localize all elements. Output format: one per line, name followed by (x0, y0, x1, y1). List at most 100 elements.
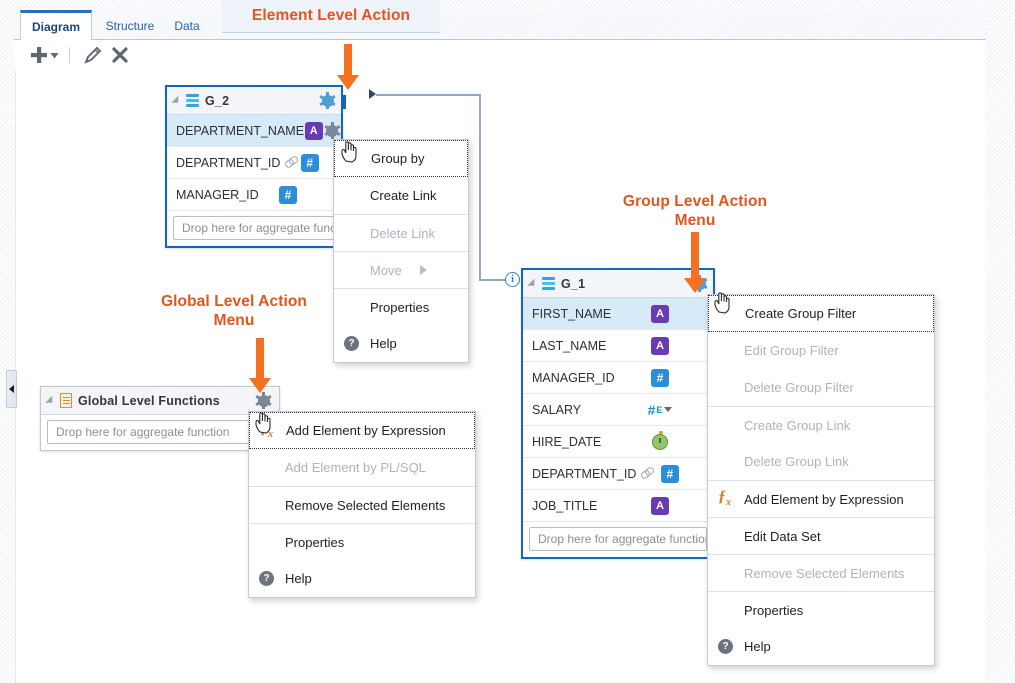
g2-aggregate-dropzone[interactable]: Drop here for aggregate function (173, 216, 335, 240)
element-name-wrap: DEPARTMENT_ID (167, 156, 298, 170)
menu-item-label: Properties (285, 534, 345, 550)
window-right-edge (986, 0, 1015, 683)
menu-icon-slot: ƒx (718, 489, 744, 508)
g1-aggregate-dropzone[interactable]: Drop here for aggregate function (529, 527, 707, 551)
tab-structure[interactable]: Structure (94, 11, 166, 40)
menu-item-properties[interactable]: Properties (249, 523, 475, 560)
annotation-group-line1: Group Level Action (622, 193, 768, 210)
menu-icon-slot: ? (344, 336, 370, 351)
number-type-icon: # (651, 368, 669, 387)
menu-item-label: Edit Group Filter (744, 343, 839, 358)
plus-icon (31, 47, 47, 63)
summary-type-icon[interactable]: #E (648, 402, 673, 418)
collapse-triangle-icon[interactable] (527, 278, 538, 289)
tab-data-label: Data (174, 18, 200, 33)
collapse-triangle-icon[interactable] (45, 395, 56, 406)
element-name: MANAGER_ID (176, 187, 259, 202)
tab-diagram-label: Diagram (31, 19, 81, 34)
text-type-icon: A (651, 336, 669, 355)
menu-item-properties[interactable]: Properties (334, 288, 468, 325)
menu-item-add-element-by-expression[interactable]: ƒx Add Element by Expression (249, 412, 475, 449)
element-name-wrap: DEPARTMENT_ID (523, 467, 654, 481)
global-functions-gear-icon[interactable] (255, 392, 272, 413)
collapse-triangle-icon[interactable] (171, 95, 182, 106)
element-name: SALARY (532, 402, 582, 417)
table-row[interactable]: HIRE_DATE (523, 426, 713, 458)
menu-item-label: Remove Selected Elements (285, 497, 446, 513)
menu-item-group-by[interactable]: Group by (334, 140, 468, 177)
table-row[interactable]: MANAGER_ID # (167, 179, 341, 211)
annotation-global-line1: Global Level Action (160, 293, 308, 310)
menu-icon-slot: ƒx (260, 420, 286, 440)
menu-item-add-element-by-plsql: Add Element by PL/SQL (249, 449, 475, 486)
menu-item-help[interactable]: ? Help (249, 560, 475, 597)
menu-item-label: Properties (744, 602, 804, 618)
table-row[interactable]: LAST_NAME A (523, 330, 713, 362)
menu-item-label: Group by (371, 151, 425, 166)
global-functions-title: Global Level Functions (78, 393, 220, 408)
element-type-cell[interactable]: #E (641, 402, 679, 418)
table-row[interactable]: FIRST_NAME A (523, 298, 713, 330)
group-g2-header[interactable]: G_2 (167, 87, 341, 115)
menu-item-help[interactable]: ? Help (708, 628, 934, 665)
table-row[interactable]: DEPARTMENT_NAME A (167, 115, 341, 147)
annotation-element-level-action: Element Level Action (251, 7, 411, 24)
element-type-cell: A (641, 336, 679, 355)
text-type-icon: A (651, 304, 669, 323)
element-name: HIRE_DATE (532, 434, 602, 449)
table-row[interactable]: JOB_TITLE A (523, 490, 713, 522)
menu-item-label: Edit Data Set (744, 528, 821, 544)
menu-item-label: Help (370, 336, 397, 351)
global-level-functions-panel[interactable]: Global Level Functions Drop here for agg… (40, 386, 280, 451)
menu-item-move: Move (334, 251, 468, 288)
menu-item-create-group-filter[interactable]: Create Group Filter (708, 295, 934, 332)
menu-item-label: Add Element by Expression (286, 423, 446, 438)
group-g2[interactable]: G_2 DEPARTMENT_NAME A DEPARTMENT_ID # (165, 85, 343, 248)
text-type-icon: A (651, 496, 669, 515)
element-name: FIRST_NAME (532, 306, 612, 321)
document-icon (60, 393, 72, 408)
table-row[interactable]: DEPARTMENT_ID # (167, 147, 341, 179)
connector-info-icon[interactable]: i (505, 272, 520, 287)
menu-item-edit-group-filter: Edit Group Filter (708, 332, 934, 369)
add-button[interactable] (29, 43, 59, 67)
menu-icon-slot: ? (718, 639, 744, 654)
table-row[interactable]: SALARY #E (523, 394, 713, 426)
menu-item-edit-data-set[interactable]: Edit Data Set (708, 517, 934, 554)
menu-item-remove-selected-elements[interactable]: Remove Selected Elements (249, 486, 475, 523)
group-g1[interactable]: G_1 FIRST_NAME A LAST_NAME A MANAGER_ID … (521, 268, 715, 559)
window-left-edge (0, 0, 14, 683)
menu-item-delete-group-filter: Delete Group Filter (708, 369, 934, 406)
tab-data[interactable]: Data (162, 11, 212, 40)
menu-item-help[interactable]: ? Help (334, 325, 468, 362)
menu-item-label: Add Element by PL/SQL (285, 460, 426, 475)
group-g2-gear-icon[interactable] (319, 92, 336, 113)
group-g1-header[interactable]: G_1 (523, 270, 713, 298)
left-panel-splitter[interactable] (6, 370, 17, 408)
edit-button[interactable] (83, 43, 103, 67)
element-type-cell: A (641, 496, 679, 515)
global-aggregate-dropzone[interactable]: Drop here for aggregate function (47, 420, 273, 444)
diagram-toolbar (15, 40, 986, 70)
number-type-icon: # (660, 464, 679, 483)
global-level-action-menu[interactable]: ƒx Add Element by Expression Add Element… (248, 411, 476, 598)
help-icon: ? (259, 571, 274, 586)
delete-button[interactable] (110, 43, 130, 67)
table-row[interactable]: DEPARTMENT_ID # (523, 458, 713, 490)
pencil-icon (84, 46, 102, 64)
element-name: JOB_TITLE (532, 498, 598, 513)
table-row[interactable]: MANAGER_ID # (523, 362, 713, 394)
global-functions-header[interactable]: Global Level Functions (41, 387, 279, 415)
menu-item-add-element-by-expression[interactable]: ƒx Add Element by Expression (708, 480, 934, 517)
group-level-action-menu[interactable]: Create Group Filter Edit Group Filter De… (707, 294, 935, 666)
element-gear-icon[interactable] (324, 122, 341, 139)
element-level-action-menu[interactable]: Group by Create Link Delete Link Move Pr… (333, 139, 469, 363)
menu-item-create-link[interactable]: Create Link (334, 177, 468, 214)
date-type-icon (652, 430, 668, 450)
g2-out-port (341, 95, 346, 109)
tab-diagram[interactable]: Diagram (20, 10, 92, 41)
element-type-cell: # (269, 185, 307, 204)
menu-item-properties[interactable]: Properties (708, 591, 934, 628)
annotation-backdrop-element (222, 0, 440, 33)
tab-structure-label: Structure (105, 18, 155, 33)
